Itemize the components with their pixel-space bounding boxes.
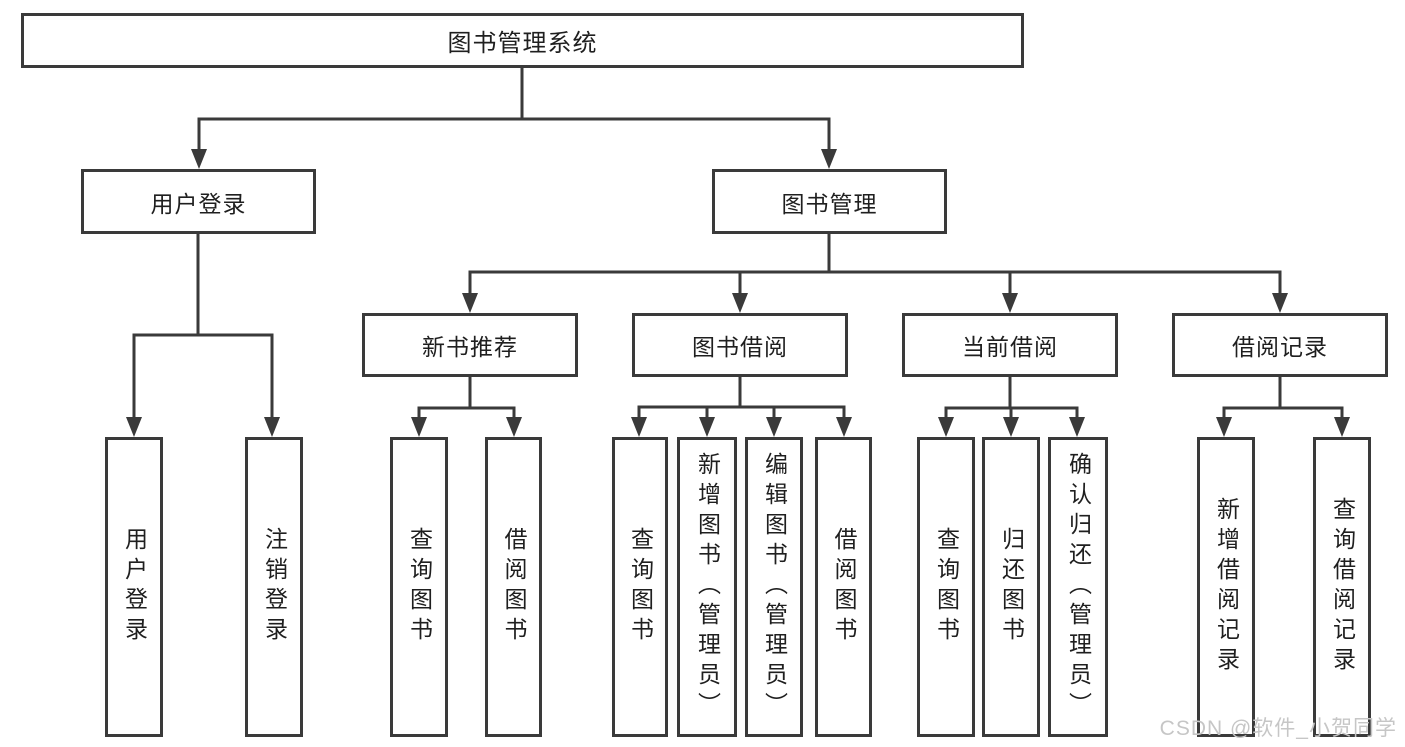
- leaf-confirm-return-admin-label: 确认归还（管理员）: [1065, 452, 1092, 722]
- leaf-confirm-return-admin: 确认归还（管理员）: [1048, 437, 1108, 737]
- leaf-query-borrow-record: 查询借阅记录: [1313, 437, 1371, 737]
- node-library-system: 图书管理系统: [21, 13, 1024, 68]
- leaf-edit-books-admin: 编辑图书（管理员）: [745, 437, 803, 737]
- leaf-return-books-label: 归还图书: [998, 527, 1025, 647]
- leaf-edit-books-admin-label: 编辑图书（管理员）: [761, 452, 788, 722]
- leaf-query-books-current-label: 查询图书: [933, 527, 960, 647]
- node-book-management: 图书管理: [712, 169, 947, 234]
- leaf-user-login-label: 用户登录: [121, 527, 148, 647]
- node-user-login: 用户登录: [81, 169, 316, 234]
- leaf-add-books-admin-label: 新增图书（管理员）: [694, 452, 721, 722]
- leaf-add-books-admin: 新增图书（管理员）: [677, 437, 737, 737]
- leaf-query-books-borrow-label: 查询图书: [627, 527, 654, 647]
- leaf-logout-label: 注销登录: [261, 527, 288, 647]
- leaf-return-books: 归还图书: [982, 437, 1040, 737]
- leaf-add-borrow-record: 新增借阅记录: [1197, 437, 1255, 737]
- leaf-borrow-books-label: 借阅图书: [831, 527, 857, 647]
- leaf-query-borrow-record-label: 查询借阅记录: [1329, 497, 1356, 677]
- leaf-query-books-current: 查询图书: [917, 437, 975, 737]
- node-new-book-recommend: 新书推荐: [362, 313, 578, 377]
- csdn-watermark: CSDN @软件_小贺同学: [1159, 717, 1397, 740]
- node-current-borrowing: 当前借阅: [902, 313, 1118, 377]
- leaf-borrow-books: 借阅图书: [815, 437, 872, 737]
- leaf-logout: 注销登录: [245, 437, 303, 737]
- leaf-user-login: 用户登录: [105, 437, 163, 737]
- node-borrowing-records: 借阅记录: [1172, 313, 1388, 377]
- leaf-query-books-recommend-label: 查询图书: [406, 527, 433, 647]
- leaf-borrow-books-recommend: 借阅图书: [485, 437, 542, 737]
- leaf-add-borrow-record-label: 新增借阅记录: [1213, 497, 1240, 677]
- leaf-borrow-books-recommend-label: 借阅图书: [501, 527, 527, 647]
- leaf-query-books-recommend: 查询图书: [390, 437, 448, 737]
- node-book-borrowing: 图书借阅: [632, 313, 848, 377]
- leaf-query-books-borrow: 查询图书: [612, 437, 668, 737]
